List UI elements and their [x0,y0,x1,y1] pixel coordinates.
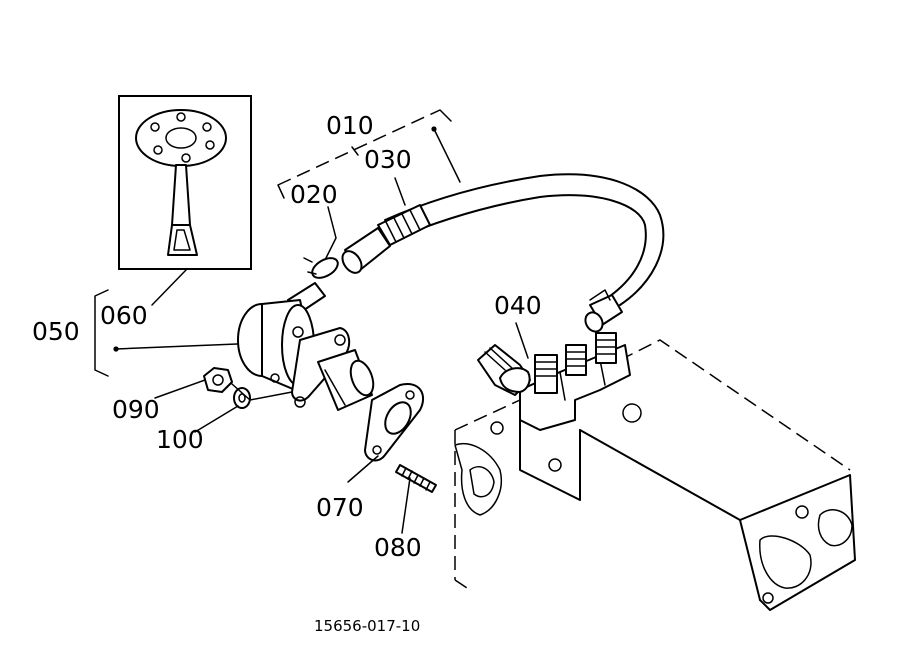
nut-axis [231,383,293,401]
fitting-body [237,299,375,411]
label-080: 080 [374,533,422,562]
bracket-050 [94,289,238,377]
return-hose [341,173,665,333]
nut [203,367,233,393]
label-010: 010 [326,111,374,140]
bracket-010 [277,109,461,199]
injector-assembly [477,332,631,431]
label-040: 040 [494,291,542,320]
stud-bolt [395,464,437,493]
engine-block [454,339,856,611]
gauge-plate [135,109,227,256]
label-020: 020 [290,180,338,209]
label-050: 050 [32,317,80,346]
washer [233,387,251,409]
label-090: 090 [112,395,160,424]
label-070: 070 [316,493,364,522]
label-030: 030 [364,145,412,174]
leaders [151,177,529,534]
drawing-code: 15656-017-10 [314,617,420,635]
gasket [364,383,425,462]
inset-box [118,95,252,270]
label-060: 060 [100,301,148,330]
label-100: 100 [156,425,204,454]
hose-clamp [303,257,339,279]
